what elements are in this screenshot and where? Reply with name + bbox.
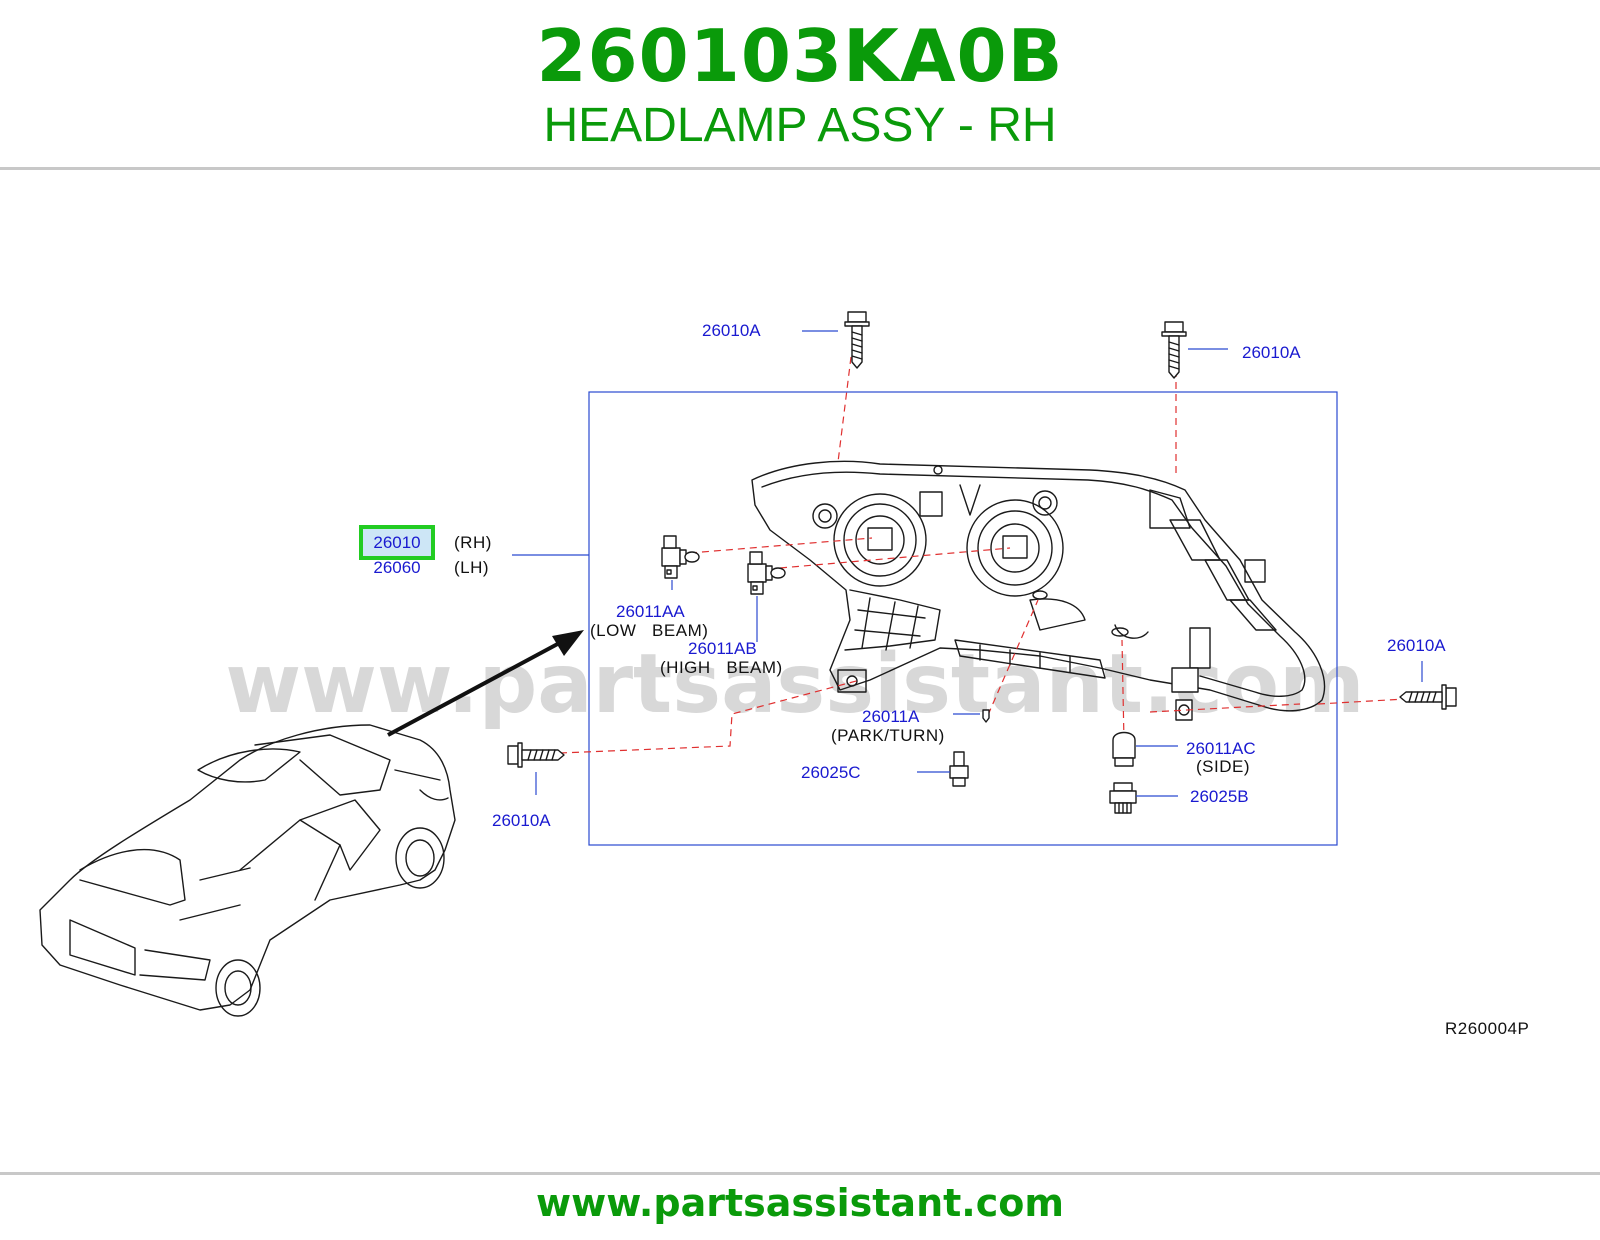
- callout-main-rh-side: (RH): [454, 533, 492, 552]
- park-turn-bulb-drawing: [982, 709, 990, 723]
- header-divider: [0, 167, 1600, 170]
- callout-screw-bottom-left[interactable]: 26010A: [492, 811, 551, 830]
- callout-screw-right[interactable]: 26010A: [1387, 636, 1446, 655]
- callout-main-lh-side: (LH): [454, 558, 489, 577]
- vehicle-overview-drawing: [39, 724, 456, 1017]
- callout-socket-side[interactable]: 26025B: [1190, 787, 1249, 806]
- assembly-frame: [588, 391, 1338, 846]
- park-socket-drawing: [949, 751, 969, 787]
- high-beam-bulb-drawing: [747, 551, 786, 595]
- main-part-highlight: [359, 525, 435, 560]
- screw-right-drawing: [1399, 684, 1457, 710]
- callout-screw-top-left[interactable]: 26010A: [702, 321, 761, 340]
- callout-socket-park[interactable]: 26025C: [801, 763, 861, 782]
- callout-bulb-park[interactable]: 26011A: [862, 707, 920, 726]
- side-bulb-drawing: [1112, 731, 1136, 767]
- footer-divider: [0, 1172, 1600, 1175]
- callout-bulb-high-desc: (HIGH BEAM): [660, 658, 783, 677]
- callout-main-lh[interactable]: 26060: [373, 558, 420, 577]
- footer-url-link[interactable]: www.partsassistant.com: [536, 1181, 1064, 1225]
- diagram-code: R260004P: [1445, 1019, 1529, 1038]
- callout-bulb-side[interactable]: 26011AC: [1186, 739, 1256, 758]
- callout-main-rh[interactable]: 26010: [373, 533, 420, 552]
- part-number-title: 260103KA0B: [536, 14, 1064, 98]
- screw-top-left-drawing: [844, 311, 870, 369]
- callout-bulb-high[interactable]: 26011AB: [688, 639, 757, 658]
- callout-screw-top-right[interactable]: 26010A: [1242, 343, 1301, 362]
- headlamp-housing-drawing: [751, 460, 1326, 721]
- part-name-subtitle: HEADLAMP ASSY - RH: [543, 99, 1057, 152]
- low-beam-bulb-drawing: [661, 535, 700, 579]
- callout-bulb-low-desc: (LOW BEAM): [590, 621, 708, 640]
- screw-top-right-drawing: [1161, 321, 1187, 379]
- side-socket-drawing: [1109, 782, 1137, 814]
- callout-bulb-low[interactable]: 26011AA: [616, 602, 685, 621]
- callout-bulb-park-desc: (PARK/TURN): [831, 726, 945, 745]
- screw-bottom-left-drawing: [507, 742, 565, 768]
- leader-lines: [512, 330, 1423, 797]
- header: 260103KA0B HEADLAMP ASSY - RH: [0, 0, 1600, 170]
- callout-bulb-side-desc: (SIDE): [1196, 757, 1250, 776]
- location-arrow: [387, 630, 584, 737]
